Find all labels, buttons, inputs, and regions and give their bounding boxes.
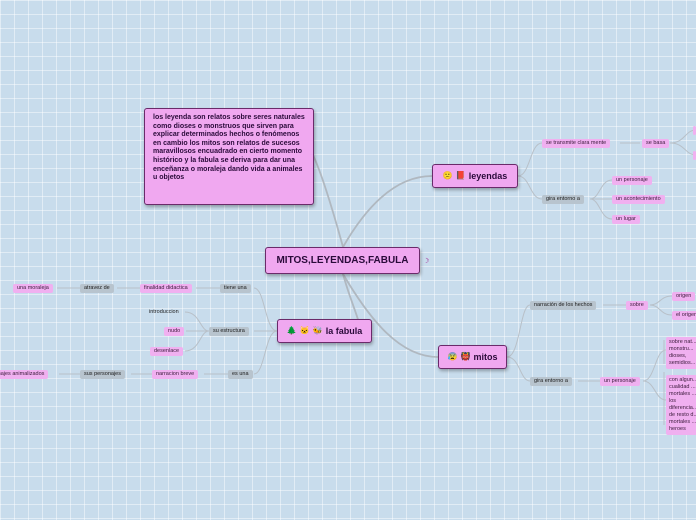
branch-finalidad[interactable]: finalidad didactica bbox=[140, 284, 192, 293]
branch-desenlace[interactable]: desenlace bbox=[150, 347, 184, 356]
alert-icon: ☽ bbox=[423, 258, 430, 265]
branch-estructura[interactable]: su estructura bbox=[209, 327, 249, 336]
face-icon: 😰 bbox=[447, 352, 458, 361]
branch-base[interactable]: se basa bbox=[642, 139, 670, 148]
branch-moraleja[interactable]: una moraleja bbox=[13, 284, 53, 293]
central-topic[interactable]: MITOS,LEYENDAS,FABULA bbox=[265, 247, 420, 274]
cat-icon: 🐱 bbox=[299, 326, 310, 335]
branch-el-origen[interactable]: el origen bbox=[672, 311, 696, 320]
topic-mitos-label: mitos bbox=[473, 352, 498, 362]
mitos-description-1[interactable]: sobre nat... monstru... dioses, semidios… bbox=[666, 337, 696, 369]
branch-base-child-2[interactable] bbox=[693, 151, 696, 160]
branch-lugar[interactable]: un lugar bbox=[612, 215, 640, 224]
topic-fabula[interactable]: 🌲 🐱 🐝 la fabula bbox=[277, 319, 372, 343]
mitos-description-2[interactable]: con algun... cualidad ... mortales ... l… bbox=[666, 375, 696, 435]
topic-leyendas[interactable]: 😕 📕 leyendas bbox=[432, 164, 518, 188]
branch-gira-mitos[interactable]: gira entorno a bbox=[530, 377, 572, 386]
book-icon: 📕 bbox=[455, 171, 466, 180]
branch-personaje-mitos[interactable]: un personaje bbox=[600, 377, 640, 386]
branch-narracion-hechos[interactable]: narración de los hechos bbox=[530, 301, 597, 310]
branch-personaje-leyendas[interactable]: un personaje bbox=[612, 176, 652, 185]
topic-leyendas-label: leyendas bbox=[468, 171, 508, 181]
branch-sobre[interactable]: sobre bbox=[626, 301, 648, 310]
branch-animalizados[interactable]: ...onajes animalizados bbox=[0, 370, 49, 379]
branch-nudo[interactable]: nudo bbox=[164, 327, 185, 336]
branch-personajes[interactable]: sus personajes bbox=[80, 370, 125, 379]
tree-icon: 🌲 bbox=[286, 326, 297, 335]
devil-icon: 👹 bbox=[460, 352, 471, 361]
branch-gira-leyendas[interactable]: gira entorno a bbox=[542, 195, 584, 204]
face-icon: 😕 bbox=[442, 171, 453, 180]
branch-origen[interactable]: origen bbox=[672, 292, 696, 301]
branch-atravez[interactable]: atravez de bbox=[80, 284, 114, 293]
branch-es[interactable]: es una bbox=[228, 370, 253, 379]
branch-transmite[interactable]: se transmite clara mente bbox=[542, 139, 611, 148]
topic-mitos[interactable]: 😰 👹 mitos bbox=[438, 345, 507, 369]
bee-icon: 🐝 bbox=[312, 326, 323, 335]
topic-fabula-label: la fabula bbox=[325, 326, 363, 336]
branch-acontecimiento[interactable]: un acontecimiento bbox=[612, 195, 665, 204]
branch-introduccion[interactable]: introduccion bbox=[149, 309, 179, 315]
branch-base-child-1[interactable] bbox=[693, 126, 696, 135]
branch-tiene[interactable]: tiene una bbox=[220, 284, 251, 293]
branch-narracion-breve[interactable]: narracion breve bbox=[152, 370, 199, 379]
description-note[interactable]: los leyenda son relatos sobre seres natu… bbox=[144, 108, 314, 205]
